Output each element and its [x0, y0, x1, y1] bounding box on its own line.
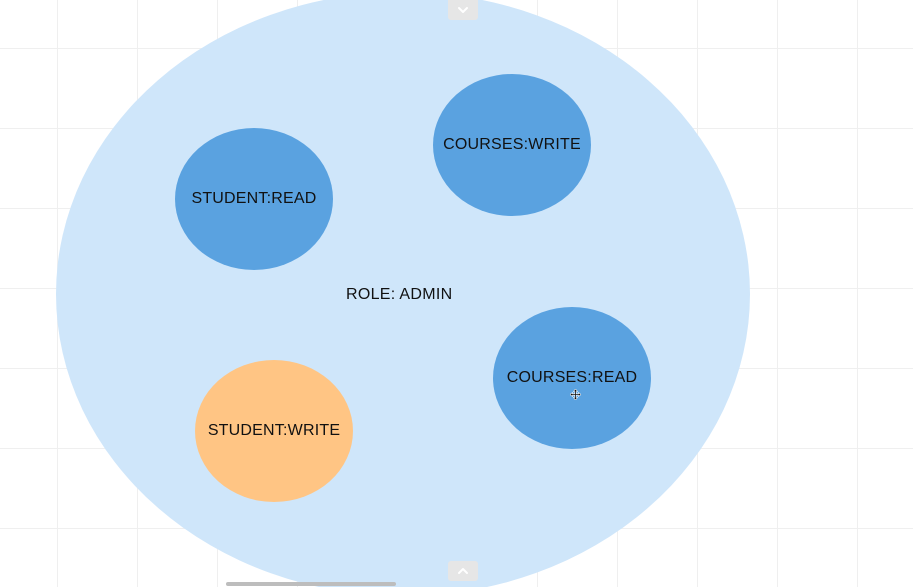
permission-label: STUDENT:WRITE [207, 422, 341, 439]
chevron-down-icon [458, 7, 468, 13]
permission-label: COURSES:READ [506, 369, 638, 386]
move-cursor-icon [570, 389, 581, 400]
collapse-top-button[interactable] [448, 0, 478, 20]
expand-bottom-button[interactable] [448, 561, 478, 581]
permission-student-read[interactable]: STUDENT:READ [175, 128, 333, 270]
role-admin-ellipse[interactable] [56, 0, 750, 587]
horizontal-scrollbar[interactable] [226, 582, 396, 586]
permission-student-write[interactable]: STUDENT:WRITE [195, 360, 353, 502]
role-admin-label: ROLE: ADMIN [346, 286, 453, 303]
chevron-up-icon [458, 568, 468, 574]
permission-courses-write[interactable]: COURSES:WRITE [433, 74, 591, 216]
permission-label: STUDENT:READ [191, 190, 317, 207]
permission-courses-read[interactable]: COURSES:READ [493, 307, 651, 449]
permission-label: COURSES:WRITE [443, 136, 581, 153]
